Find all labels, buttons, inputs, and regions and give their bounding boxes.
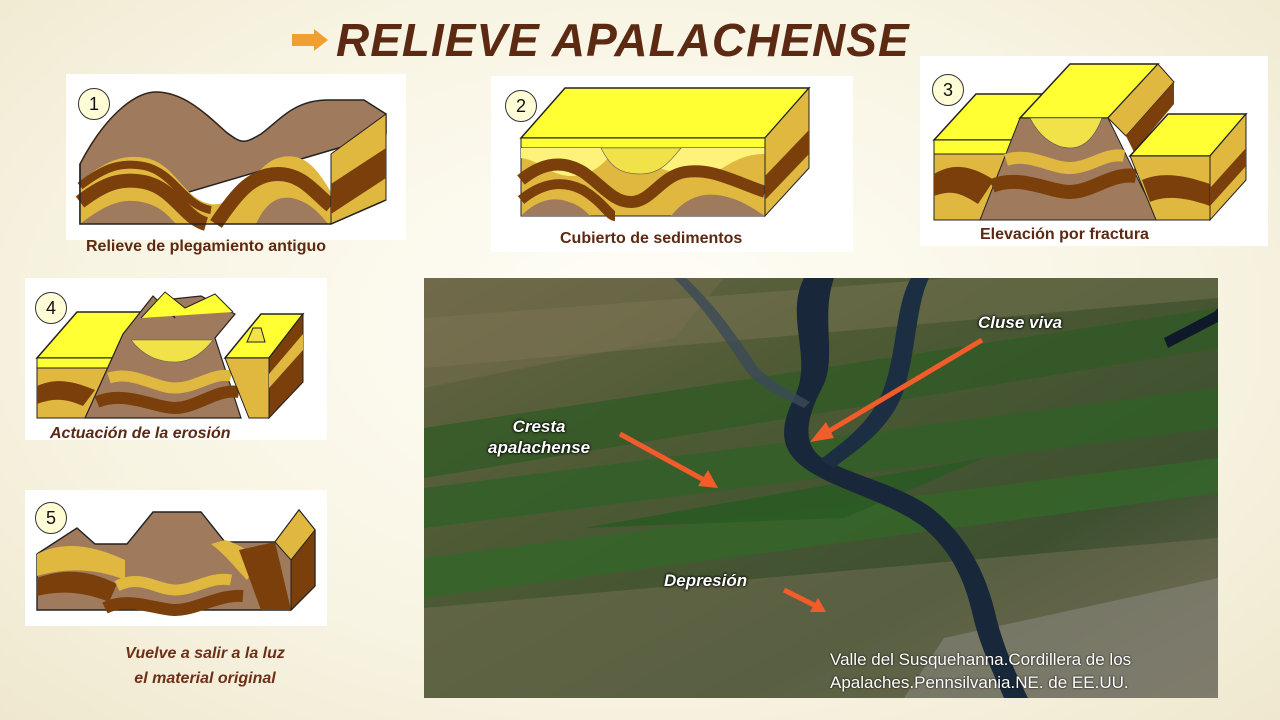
satellite-photo: Cluse viva Cresta apalachense Depresión … (424, 278, 1218, 698)
photo-label-depresion: Depresión (664, 571, 748, 590)
diagram-panel-4: 4 (25, 278, 327, 440)
step-number-badge: 3 (932, 74, 964, 106)
step-caption-line: Vuelve a salir a la luz (125, 645, 285, 662)
photo-label-cresta: Cresta apalachense (488, 416, 590, 458)
step-caption: Cubierto de sedimentos (560, 230, 743, 247)
annotation-arrow-depresion (782, 587, 826, 612)
step-caption-line: el material original (134, 670, 276, 687)
photo-caption: Valle del Susquehanna.Cordillera de los … (830, 650, 1132, 692)
photo-label-cluse: Cluse viva (978, 313, 1063, 332)
slide-title: RELIEVE APALACHENSE (336, 14, 910, 66)
bullet-arrow-icon (292, 29, 328, 51)
annotation-arrow-cresta (618, 431, 718, 488)
diagram-panel-3: 3 (920, 56, 1268, 246)
annotation-arrow-cluse (810, 337, 984, 442)
diagram-panel-2: 2 (491, 76, 853, 252)
step-number-badge: 5 (35, 502, 67, 534)
step-caption: Vuelve a salir a la luz el material orig… (100, 641, 310, 691)
folded-relief-diagram (75, 91, 387, 231)
step-number-badge: 1 (78, 88, 110, 120)
diagram-panel-5: 5 (25, 490, 327, 626)
photo-label-cresta-line: apalachense (488, 438, 591, 457)
re-exposed-relief-diagram (36, 508, 316, 617)
step-number-badge: 2 (505, 90, 537, 122)
step-caption: Elevación por fractura (980, 226, 1149, 243)
erosion-diagram (35, 291, 305, 420)
step-number-badge: 4 (35, 292, 67, 324)
step-caption: Actuación de la erosión (50, 425, 231, 442)
fault-uplift-diagram (932, 63, 1248, 222)
step-caption: Relieve de plegamiento antiguo (86, 238, 327, 255)
satellite-photo-art (424, 278, 1218, 698)
photo-label-cresta-line: Cresta (512, 417, 566, 436)
diagram-panel-1: 1 (66, 74, 406, 240)
sediment-cover-diagram (517, 86, 811, 221)
slide-title-group: RELIEVE APALACHENSE (290, 12, 910, 68)
